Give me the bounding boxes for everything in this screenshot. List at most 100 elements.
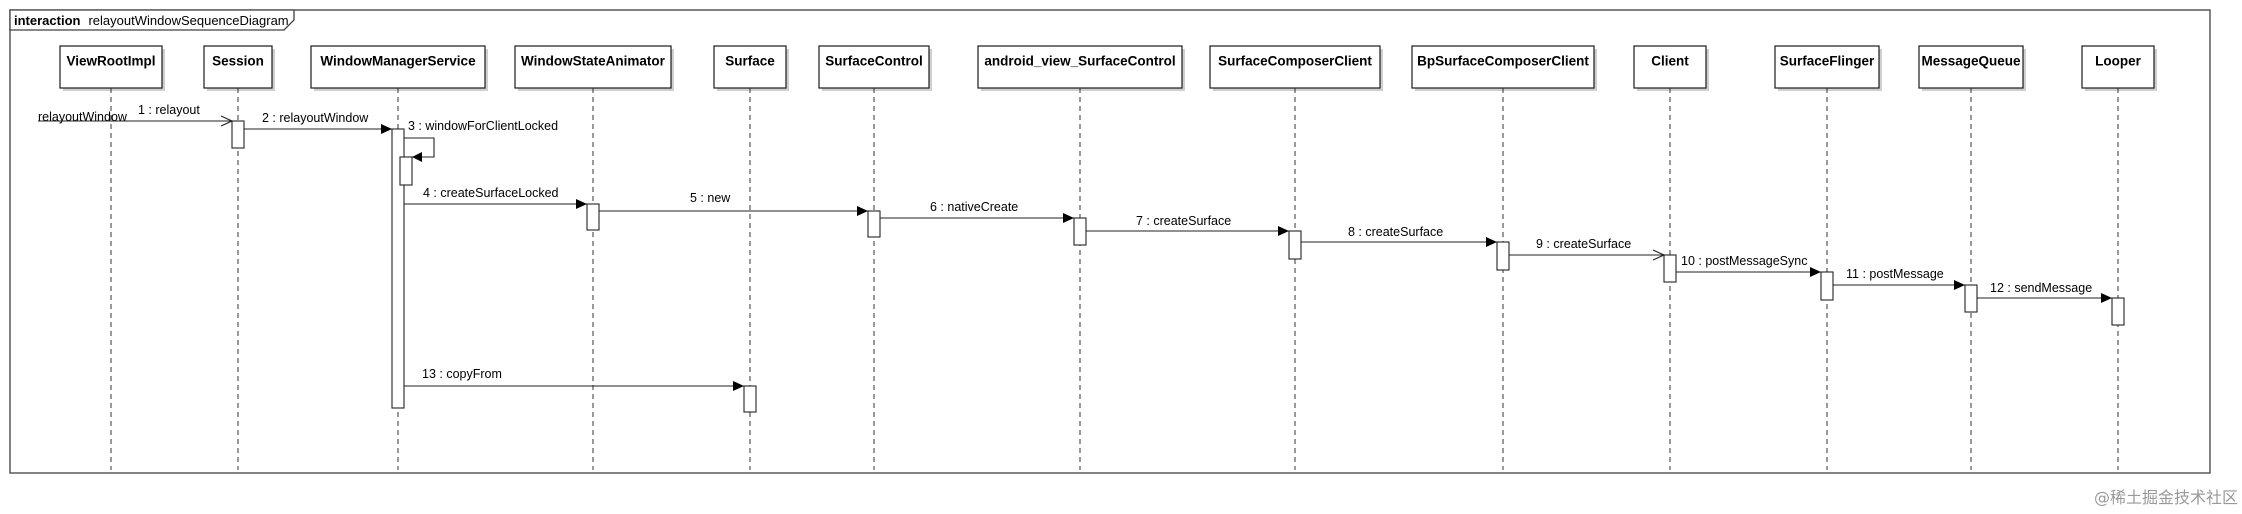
lifeline-head-box — [310, 45, 486, 89]
lifeline-head-label: ViewRootImpl — [66, 54, 155, 69]
arrowhead — [1063, 213, 1074, 223]
message-label: 5 : new — [690, 191, 731, 205]
arrowhead — [381, 124, 392, 134]
lifeline-head-label: SurfaceComposerClient — [1218, 54, 1372, 69]
lifeline-head-label: SurfaceFlinger — [1780, 54, 1875, 69]
lifeline-head-label: Surface — [725, 54, 775, 69]
lifeline-head-box — [1209, 45, 1381, 89]
lifeline-head-box — [1411, 45, 1595, 89]
frame-keyword: interaction — [14, 13, 81, 28]
arrowhead — [1278, 226, 1289, 236]
message-10: 10 : postMessageSync — [1676, 254, 1821, 277]
lifeline-messagequeue: MessageQueue — [1918, 45, 2026, 470]
lifeline-head-label: Session — [212, 54, 264, 69]
lifeline-head-box — [713, 45, 787, 89]
lifeline-session: Session — [203, 45, 275, 470]
message-9: 9 : createSurface — [1509, 237, 1666, 261]
lifeline-head-box — [1918, 45, 2024, 89]
lifeline-surfaceflinger: SurfaceFlinger — [1774, 45, 1882, 470]
message-3: 3 : windowForClientLocked — [404, 119, 558, 162]
lifeline-head-label: MessageQueue — [1921, 54, 2021, 69]
arrowhead — [220, 115, 234, 127]
message-6: 6 : nativeCreate — [880, 200, 1074, 223]
svg-text:interaction relayoutWind: interaction relayoutWindowSequenceDiagra… — [14, 12, 289, 29]
message-5: 5 : new — [599, 191, 868, 216]
message-label: 1 : relayout — [138, 103, 200, 117]
lifelines: ViewRootImpl Session WindowManagerService W… — [59, 45, 2157, 470]
lifeline-head-box — [514, 45, 672, 89]
activation-bar — [231, 120, 245, 149]
lifeline-windowmanagerservice: WindowManagerService — [310, 45, 488, 470]
lifeline-head-label: android_view_SurfaceControl — [984, 54, 1175, 69]
message-8: 8 : createSurface — [1301, 225, 1497, 247]
found-message: relayoutWindow — [38, 110, 128, 124]
lifeline-viewrootimpl: ViewRootImpl — [59, 45, 165, 470]
lifeline-head-label: WindowStateAnimator — [521, 54, 666, 69]
message-label: 10 : postMessageSync — [1681, 254, 1807, 268]
message-label: 9 : createSurface — [1536, 237, 1631, 251]
message-label: 3 : windowForClientLocked — [408, 119, 558, 133]
arrowhead — [1652, 249, 1666, 261]
found-message-label: relayoutWindow — [38, 110, 128, 124]
message-2: 2 : relayoutWindow — [244, 111, 392, 134]
message-label: 8 : createSurface — [1348, 225, 1443, 239]
lifeline-head-box — [1774, 45, 1880, 89]
message-13: 13 : copyFrom — [404, 367, 744, 391]
lifeline-head-box — [59, 45, 163, 89]
arrowhead — [1810, 267, 1821, 277]
lifeline-head-label: SurfaceControl — [825, 54, 923, 69]
arrowhead — [857, 206, 868, 216]
arrowhead — [1954, 280, 1965, 290]
lifeline-looper: Looper — [2081, 45, 2157, 470]
message-label: 6 : nativeCreate — [930, 200, 1018, 214]
lifeline-head-box — [977, 45, 1183, 89]
activation-bar — [1073, 217, 1087, 246]
lifeline-head-box — [1633, 45, 1707, 89]
message-label: 11 : postMessage — [1846, 267, 1944, 281]
message-label: 4 : createSurfaceLocked — [423, 186, 559, 200]
lifeline-android-view-surfacecontrol: android_view_SurfaceControl — [977, 45, 1185, 470]
activation-bar — [867, 210, 881, 238]
message-4: 4 : createSurfaceLocked — [404, 186, 587, 209]
activation-bars — [231, 120, 2125, 413]
frame-name: relayoutWindowSequenceDiagram — [88, 13, 288, 28]
arrowhead — [412, 152, 422, 162]
activation-bar — [1820, 271, 1834, 301]
message-label: 2 : relayoutWindow — [262, 111, 369, 125]
message-label: 13 : copyFrom — [422, 367, 502, 381]
activation-bar — [1288, 230, 1302, 260]
activation-bar — [743, 385, 757, 413]
interaction-frame: interaction relayoutWindowSequenceDiagra… — [9, 9, 2211, 474]
watermark-text: @稀土掘金技术社区 — [2094, 488, 2238, 507]
activation-bar — [2111, 297, 2125, 326]
message-7: 7 : createSurface — [1086, 214, 1289, 236]
activation-bar — [399, 156, 413, 186]
message-label: 12 : sendMessage — [1990, 281, 2092, 295]
lifeline-head-label: Looper — [2095, 54, 2141, 69]
message-11: 11 : postMessage — [1833, 267, 1965, 290]
self-message-line — [404, 137, 435, 158]
arrowhead — [2101, 293, 2112, 303]
arrowhead — [576, 199, 587, 209]
lifeline-head-box — [2081, 45, 2155, 89]
lifeline-head-label: WindowManagerService — [320, 54, 476, 69]
message-1: 1 : relayout — [38, 103, 234, 127]
message-label: 7 : createSurface — [1136, 214, 1231, 228]
lifeline-surfacecomposerclient: SurfaceComposerClient — [1209, 45, 1383, 470]
activation-bar — [1663, 254, 1677, 283]
arrowhead — [1486, 237, 1497, 247]
message-12: 12 : sendMessage — [1977, 281, 2112, 303]
lifeline-head-label: Client — [1651, 54, 1689, 69]
activation-bar — [1964, 284, 1978, 313]
lifeline-client: Client — [1633, 45, 1709, 470]
messages: 1 : relayout 2 : relayoutWindow 3 : window… — [38, 103, 2112, 391]
activation-bar — [1496, 241, 1510, 271]
arrowhead — [733, 381, 744, 391]
lifeline-surfacecontrol: SurfaceControl — [818, 45, 932, 470]
activation-bar — [586, 203, 600, 231]
lifeline-head-box — [818, 45, 930, 89]
activation-bar — [391, 128, 405, 409]
lifeline-bpsurfacecomposerclient: BpSurfaceComposerClient — [1411, 45, 1597, 470]
lifeline-head-label: BpSurfaceComposerClient — [1417, 54, 1589, 69]
